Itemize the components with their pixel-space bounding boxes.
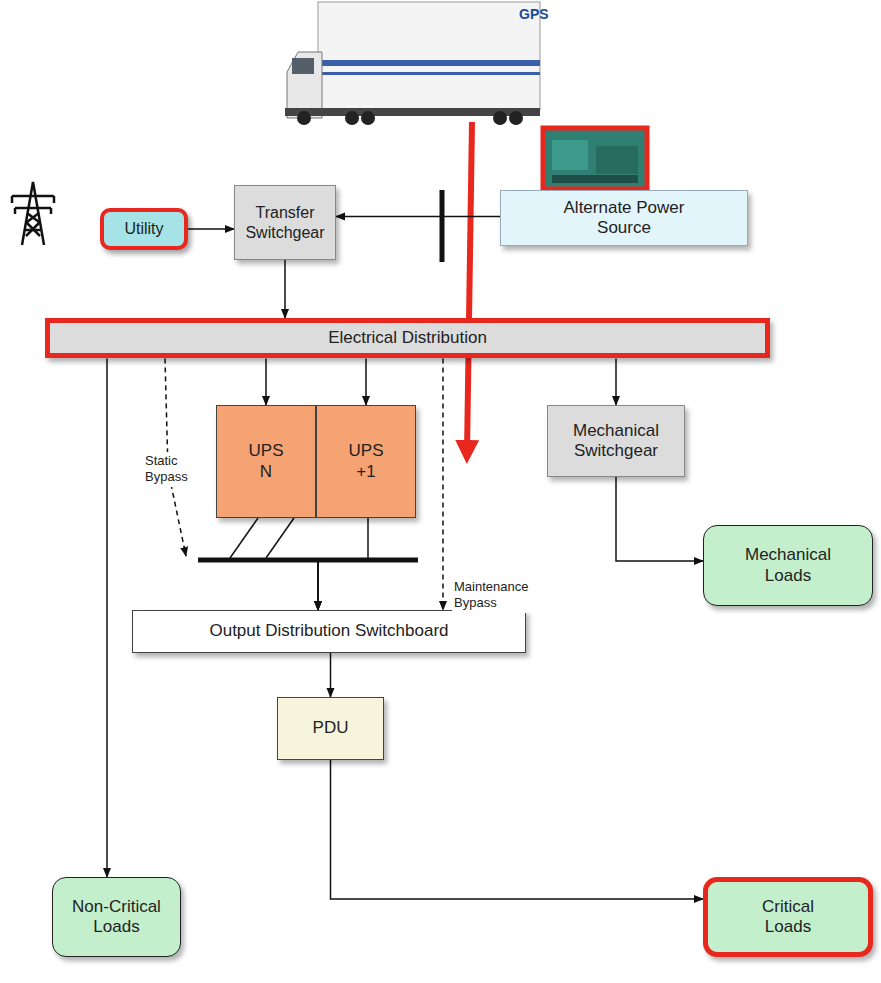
ups-box: UPS +1 [316, 405, 416, 518]
connector-line [317, 562, 319, 610]
connector-line [317, 562, 319, 610]
connector-line [442, 358, 444, 610]
node-label: Transfer Switchgear [243, 203, 327, 241]
node-label: UPS N [244, 441, 289, 482]
node-label: Alternate Power Source [537, 198, 712, 239]
logo-text: GPS [519, 6, 549, 22]
connector-line [330, 653, 332, 697]
connector-line [365, 358, 367, 405]
connector-line [367, 518, 369, 558]
node-label: Mechanical Loads [733, 545, 843, 586]
connector-line [265, 358, 267, 405]
connector [443, 358, 444, 610]
connector-line [317, 562, 319, 610]
node-label: Mechanical Switchgear [556, 421, 676, 462]
source-bar [440, 190, 445, 262]
connector-line [106, 358, 108, 877]
ups-output-bus [198, 558, 418, 563]
connector-line [331, 760, 704, 899]
edge-label: Maintenance Bypass [452, 578, 536, 613]
switchgear-box: Transfer Switchgear [234, 185, 336, 260]
connector [331, 760, 704, 899]
node-label: Critical Loads [743, 897, 833, 938]
connector-line [188, 228, 234, 230]
mobile-power-arrow [467, 122, 472, 452]
connector-line [336, 216, 500, 218]
transmission-tower [12, 182, 54, 245]
load-box: Critical Loads [703, 877, 873, 957]
connector [188, 229, 234, 230]
connector [330, 653, 331, 697]
connector-line [266, 518, 294, 558]
connector [616, 477, 703, 561]
connector-line [284, 260, 286, 318]
connector-line [616, 477, 703, 561]
connector [616, 358, 617, 405]
ups-box: UPS N [216, 405, 316, 518]
switchgear-box: Mechanical Switchgear [547, 405, 685, 477]
node-label: UPS +1 [344, 441, 389, 482]
connector-line [230, 518, 258, 558]
node-label: Non-Critical Loads [62, 897, 172, 938]
generator-image [543, 128, 647, 189]
source-box: Utility [100, 208, 188, 250]
connector [266, 358, 267, 405]
connector [318, 518, 368, 610]
edge-label: Static Bypass [143, 452, 203, 487]
distribution-band: Electrical Distribution [45, 318, 770, 358]
node-label: Utility [124, 219, 163, 238]
connector [285, 260, 286, 318]
load-box: Non-Critical Loads [52, 877, 181, 957]
switchboard-box: Output Distribution Switchboard [132, 610, 526, 653]
generator-truck [285, 2, 540, 125]
load-box: Mechanical Loads [703, 525, 873, 606]
node-label: Output Distribution Switchboard [209, 621, 448, 641]
connector [107, 358, 108, 877]
source-box: Alternate Power Source [500, 190, 748, 246]
connector-line [615, 358, 617, 405]
connector [230, 518, 318, 610]
node-label: PDU [313, 718, 349, 738]
node-label: Electrical Distribution [328, 328, 487, 348]
connector [366, 358, 367, 405]
pdu-box: PDU [277, 697, 384, 760]
connector [336, 216, 500, 217]
